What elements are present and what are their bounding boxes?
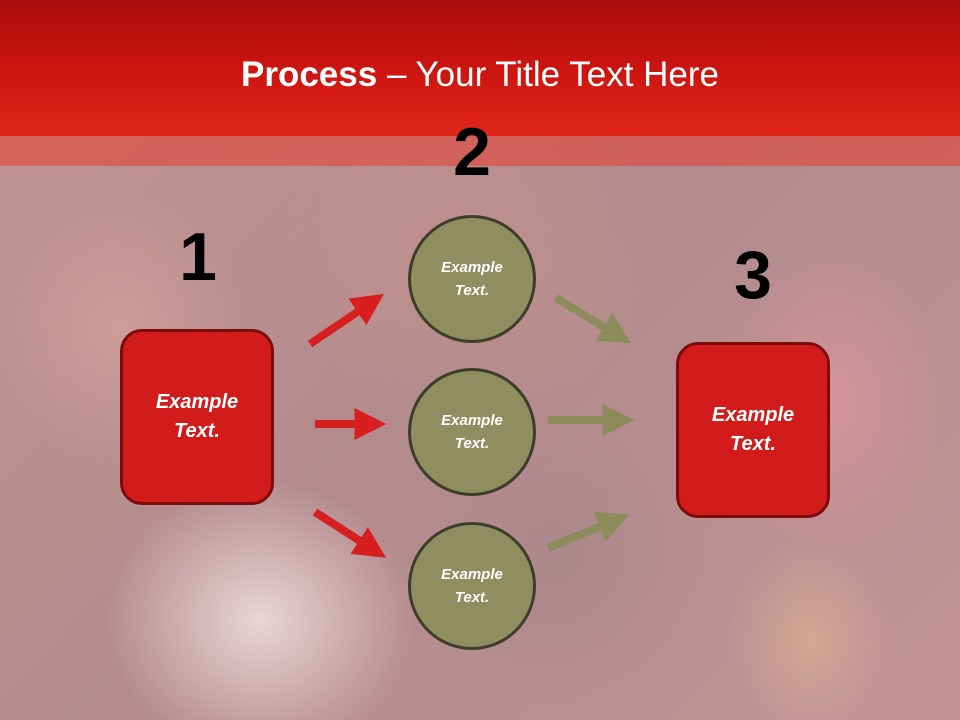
step-number-3: 3 [734, 237, 772, 313]
arrow-up-right-olive [546, 511, 630, 552]
title-rest: – Your Title Text Here [377, 55, 719, 94]
process-circle-middle-label: Example Text. [441, 412, 503, 452]
step-number-1: 1 [179, 219, 217, 295]
step-box-3-label: Example Text. [711, 404, 795, 455]
step-box-1-label: Example Text. [155, 391, 239, 442]
title-bold: Process [241, 55, 378, 94]
process-circle-middle[interactable]: Example Text. [408, 368, 536, 496]
step-box-3[interactable]: Example Text. [676, 342, 830, 518]
arrow-down-right-red [312, 508, 387, 558]
process-circle-top-label: Example Text. [441, 259, 503, 299]
arrow-down-right-olive [553, 294, 632, 344]
step-number-2: 2 [453, 114, 491, 190]
header-bar [0, 0, 960, 136]
arrow-up-right-red [307, 293, 384, 348]
process-circle-top[interactable]: Example Text. [408, 215, 536, 343]
process-circle-bottom[interactable]: Example Text. [408, 522, 536, 650]
step-box-1[interactable]: Example Text. [120, 329, 274, 505]
slide-title: Process – Your Title Text Here [0, 52, 960, 98]
process-circle-bottom-label: Example Text. [441, 566, 503, 606]
header-strip [0, 136, 960, 166]
